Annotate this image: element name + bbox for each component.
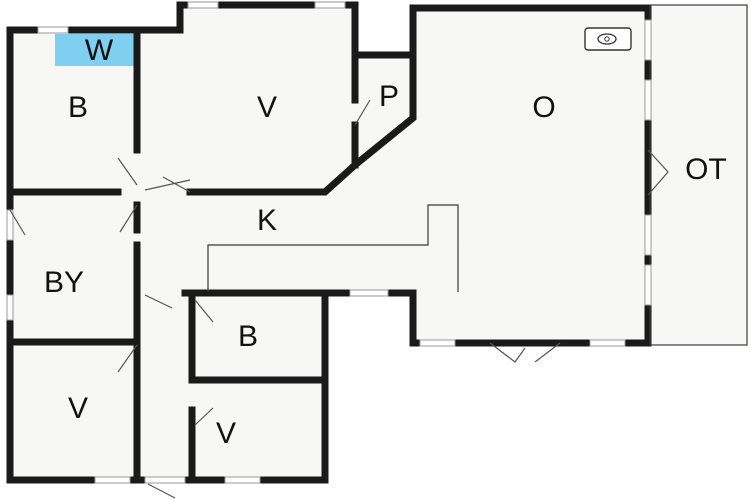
room-label-pantry: P	[379, 80, 399, 113]
window	[644, 214, 652, 256]
room-labels: B W B V P O OT K BY V V	[44, 34, 727, 450]
door	[144, 294, 173, 309]
door	[354, 99, 371, 126]
room-label-living-1: V	[257, 91, 277, 124]
room-label-outdoor-terrace: OT	[685, 153, 727, 186]
door	[119, 204, 138, 233]
door	[647, 149, 669, 196]
window	[144, 476, 186, 484]
window	[187, 1, 219, 9]
window	[589, 339, 626, 347]
door	[194, 299, 214, 323]
window	[644, 264, 652, 306]
room-label-open-room: O	[532, 91, 555, 124]
window	[94, 476, 131, 484]
window	[37, 26, 69, 34]
sink-icon	[584, 27, 632, 51]
window	[6, 294, 14, 321]
doors	[9, 99, 669, 499]
window	[224, 476, 261, 484]
window	[419, 339, 456, 347]
door	[489, 342, 561, 363]
window	[644, 79, 652, 121]
floor-area	[10, 5, 747, 480]
door	[147, 483, 176, 499]
door	[117, 344, 138, 373]
exterior-walls	[6, 1, 652, 484]
window	[349, 289, 389, 297]
wc-highlight	[55, 34, 135, 66]
room-label-bedroom-1: B	[68, 91, 88, 124]
window	[314, 1, 346, 9]
interior-walls	[6, 26, 417, 484]
windows	[6, 1, 652, 484]
kitchen-counter	[207, 204, 459, 292]
room-label-bedroom-2: B	[238, 320, 258, 353]
room-label-living-3: V	[216, 417, 236, 450]
door	[194, 407, 214, 426]
room-label-living-2: V	[68, 392, 88, 425]
window	[644, 19, 652, 61]
shaft-walls	[351, 1, 417, 59]
door	[144, 176, 191, 193]
room-label-kitchen: K	[257, 204, 277, 237]
door	[117, 157, 138, 186]
room-label-wc: W	[85, 34, 114, 67]
door	[9, 209, 26, 236]
terrace-outline	[649, 4, 748, 346]
room-label-by: BY	[44, 266, 84, 299]
